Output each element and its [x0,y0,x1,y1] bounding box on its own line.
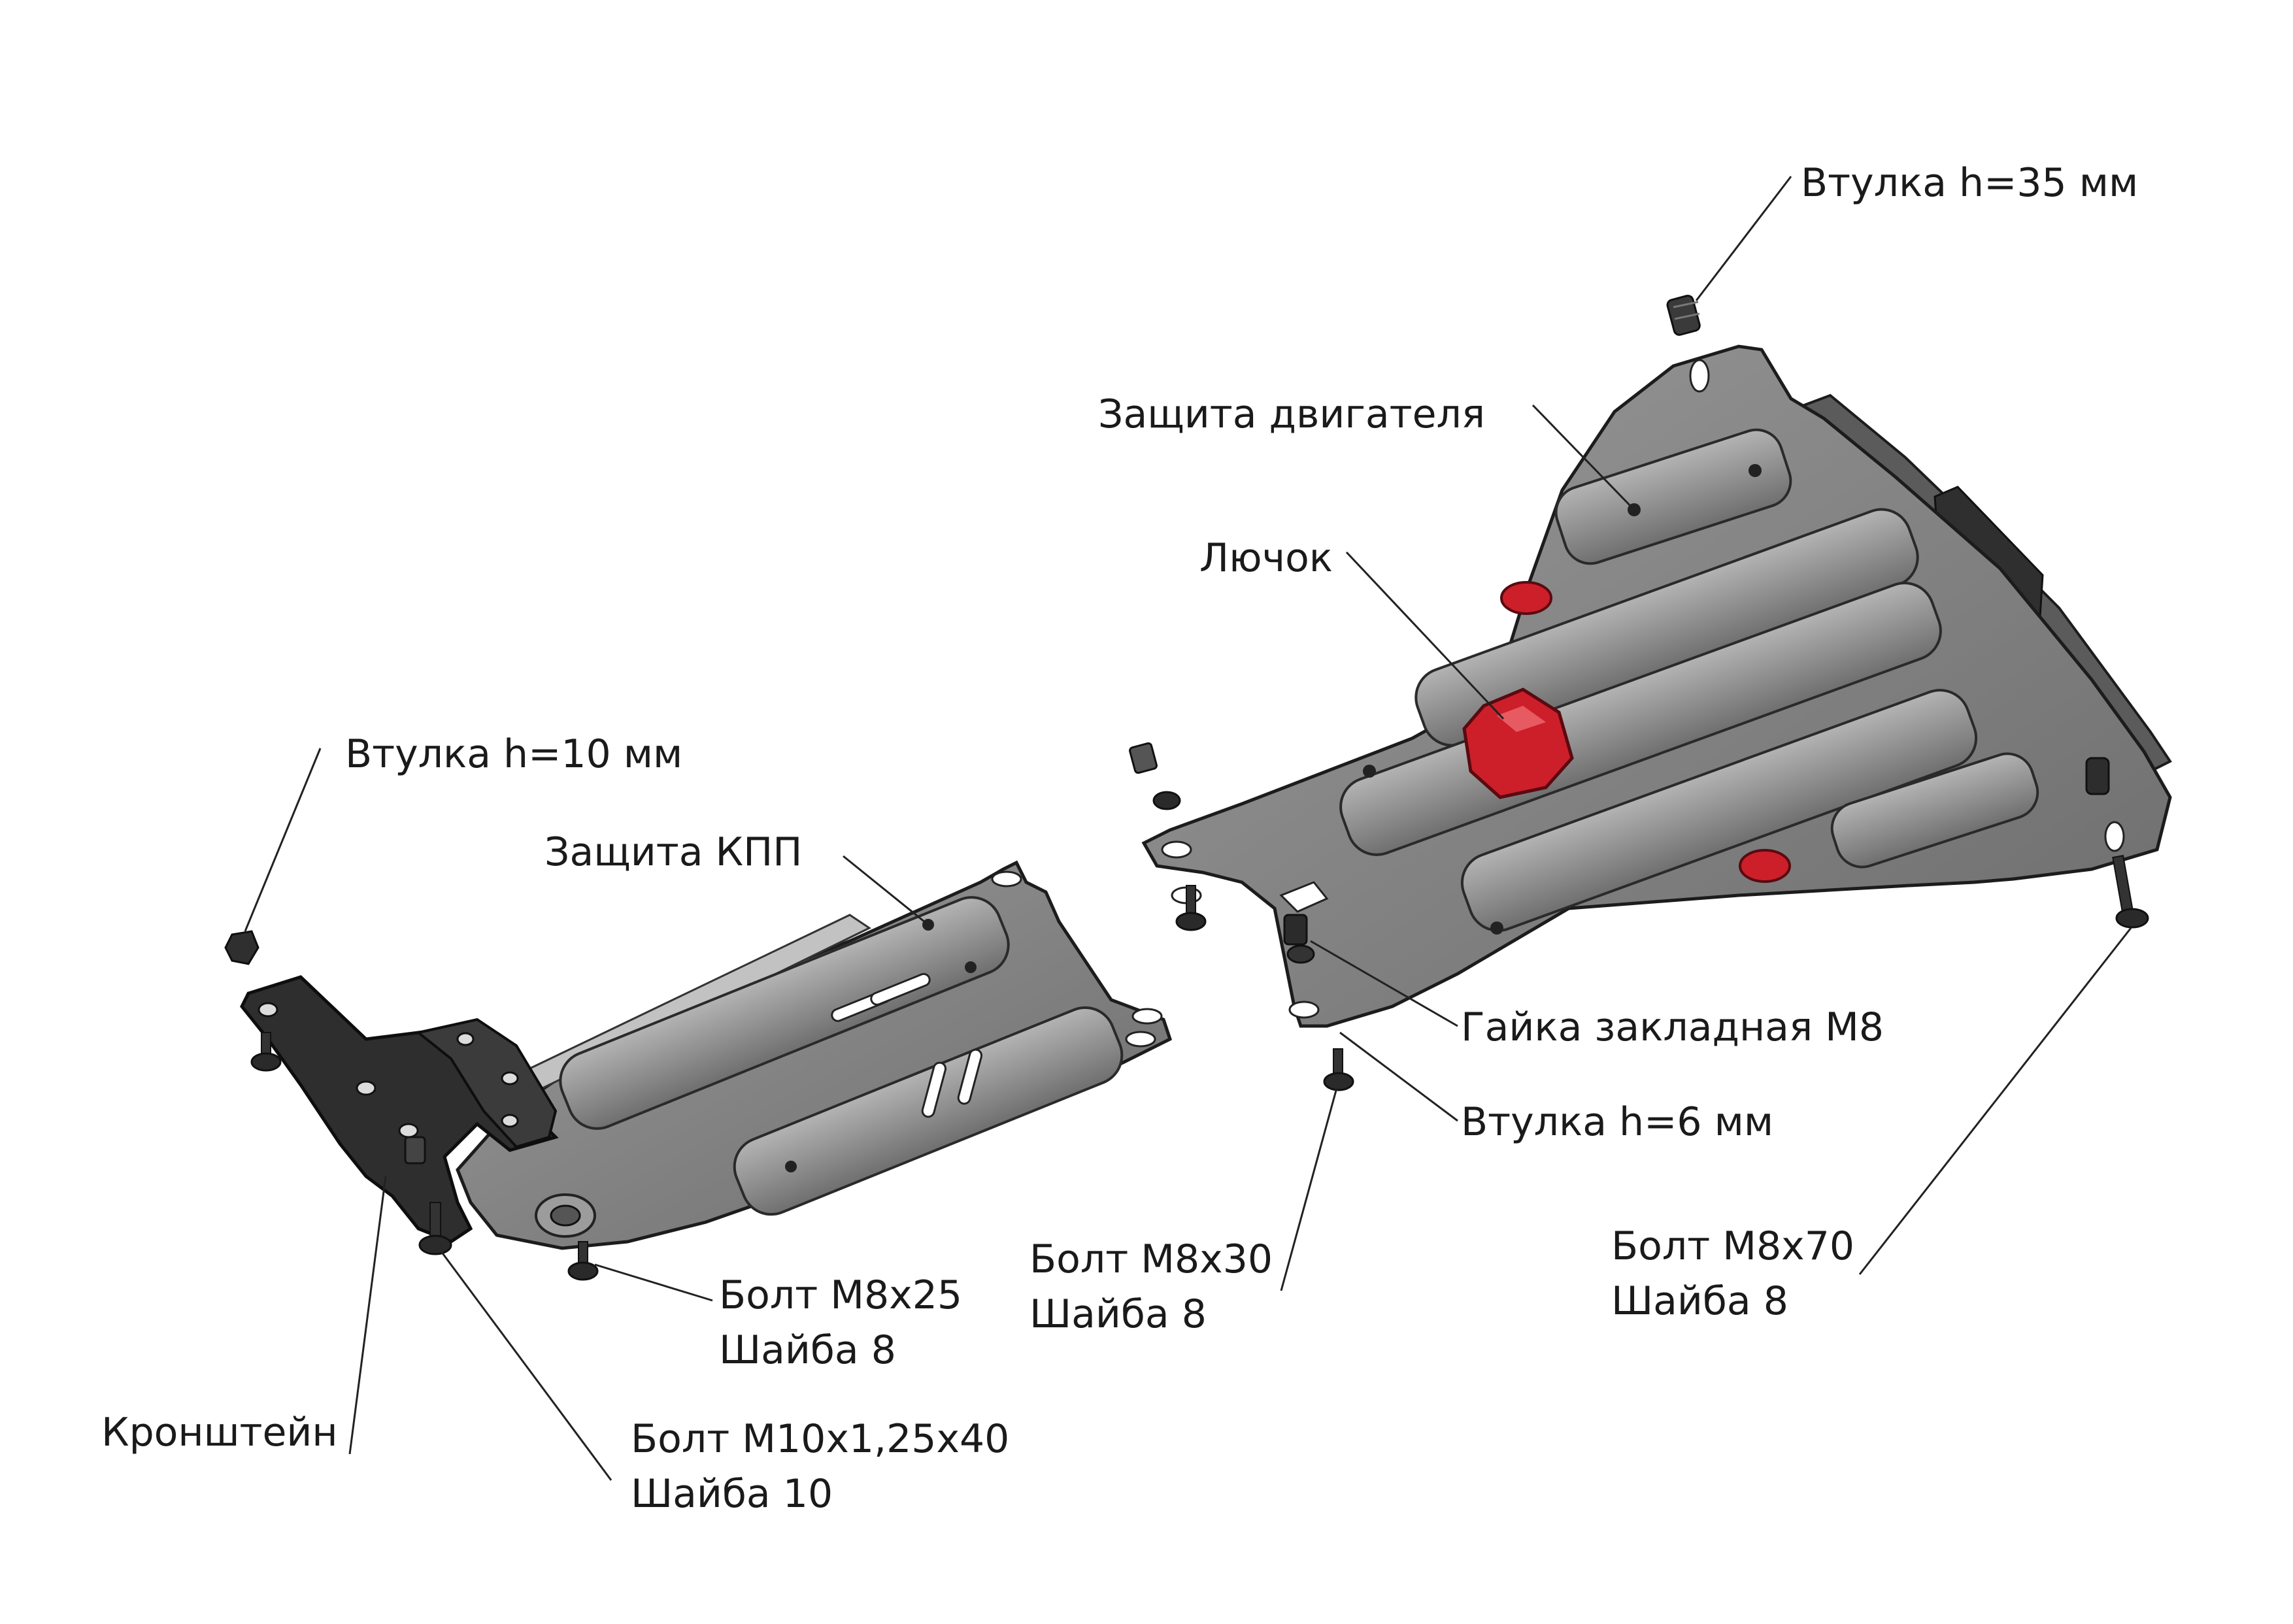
engine-guard-slot [2104,821,2125,852]
bushing-10-part [224,930,259,965]
label-bolt-m10-line1: Болт М10x1,25x40 [631,1416,1010,1462]
leader-engine-guard [1531,404,1635,511]
engine-guard-rib-5 [1830,752,2039,869]
label-bushing-6: Втулка h=6 мм [1461,1099,1774,1145]
leader-hatch [1345,551,1505,720]
bolt-m8x70-part [2112,855,2149,929]
label-engine-guard: Защита двигателя [1098,391,1485,437]
leader-bolt-m8x25 [594,1263,713,1302]
leader-bracket [348,1176,387,1455]
label-bolt-m8x25-line1: Болт М8x25 [719,1272,963,1318]
gearbox-guard-vent-slot [870,972,931,1006]
gearbox-guard-slot [991,870,1022,887]
leader-bushing-35 [1695,176,1792,301]
engine-guard-cutout [1279,881,1329,913]
gearbox-guard-rib-1 [559,896,1010,1130]
label-gearbox-guard: Защита КПП [544,829,803,875]
label-bolt-m8x30-line2: Шайба 8 [1029,1291,1207,1337]
leader-bolt-m8x30 [1280,1087,1338,1291]
label-embedded-nut: Гайка закладная М8 [1461,1004,1884,1050]
engine-guard-hole [1363,765,1376,778]
label-hatch: Лючок [1199,535,1333,581]
gearbox-guard-slot [1131,1008,1163,1025]
label-bolt-m8x30: Болт М8x30 Шайба 8 [1029,1232,1273,1342]
engine-guard-hole [1490,921,1503,935]
leader-bolt-m8x70 [1858,927,2132,1275]
gearbox-guard-plate [456,860,1173,1281]
bushing-35-part [1666,294,1701,336]
label-bolt-m8x70-line2: Шайба 8 [1611,1278,1788,1324]
label-bolt-m10-line2: Шайба 10 [631,1471,833,1517]
drain-plug-red [1500,581,1552,615]
leader-embedded-nut [1310,940,1458,1027]
bracket-hole [456,1032,475,1046]
hatch-cover-highlight [1497,706,1546,732]
drain-plug-red [1739,849,1791,883]
bracket-hole [356,1080,377,1096]
bushing-engine-right [2085,757,2110,795]
label-bolt-m8x30-line1: Болт М8x30 [1029,1236,1273,1282]
hatch-cover [1462,688,1574,799]
label-bracket: Кронштейн [101,1410,338,1455]
label-bushing-10: Втулка h=10 мм [345,731,683,777]
label-bolt-m8x25: Болт М8x25 Шайба 8 [719,1268,962,1378]
gearbox-guard-round-pad-center [550,1204,581,1227]
label-bolt-m10: Болт М10x1,25x40 Шайба 10 [631,1412,1009,1521]
engine-guard-rib-4 [1460,689,1978,932]
leader-bushing-10 [244,748,322,932]
bolt-m8x30-part [1175,885,1354,1091]
leader-bolt-m10 [440,1251,612,1481]
leader-lines [244,176,2132,1481]
label-bolt-m8x70-line1: Болт М8x70 [1611,1223,1855,1269]
label-bolt-m8x70: Болт М8x70 Шайба 8 [1611,1219,1854,1329]
engine-guard-slot [1161,840,1192,859]
engine-guard-slot [1288,1001,1320,1019]
bracket-hole [501,1114,519,1128]
embedded-nut-part [1129,742,1315,964]
engine-guard-plate [1129,294,2172,1091]
bracket-part [224,930,559,1255]
bolt-m10-part [250,1032,452,1255]
gearbox-guard-hole [965,961,977,973]
bracket-hole [258,1002,278,1018]
bolt-m8x25-part [567,1241,599,1281]
leader-gearbox-guard [843,855,929,926]
gearbox-guard-hole [785,1161,797,1172]
label-bushing-35: Втулка h=35 мм [1801,160,2139,206]
gearbox-guard-slot [1125,1031,1156,1048]
engine-guard-rib-1 [1554,428,1792,565]
gearbox-guard-vent-slot [921,1061,947,1118]
label-bolt-m8x25-line2: Шайба 8 [719,1327,896,1373]
bracket-hole [501,1071,519,1085]
leader-bushing-6 [1339,1031,1458,1122]
gearbox-guard-vent-slot [957,1048,983,1105]
bracket-hole [398,1123,419,1138]
bracket-top-plate [415,1018,558,1149]
engine-guard-slot [1689,359,1710,393]
engine-guard-hole [1749,464,1762,477]
